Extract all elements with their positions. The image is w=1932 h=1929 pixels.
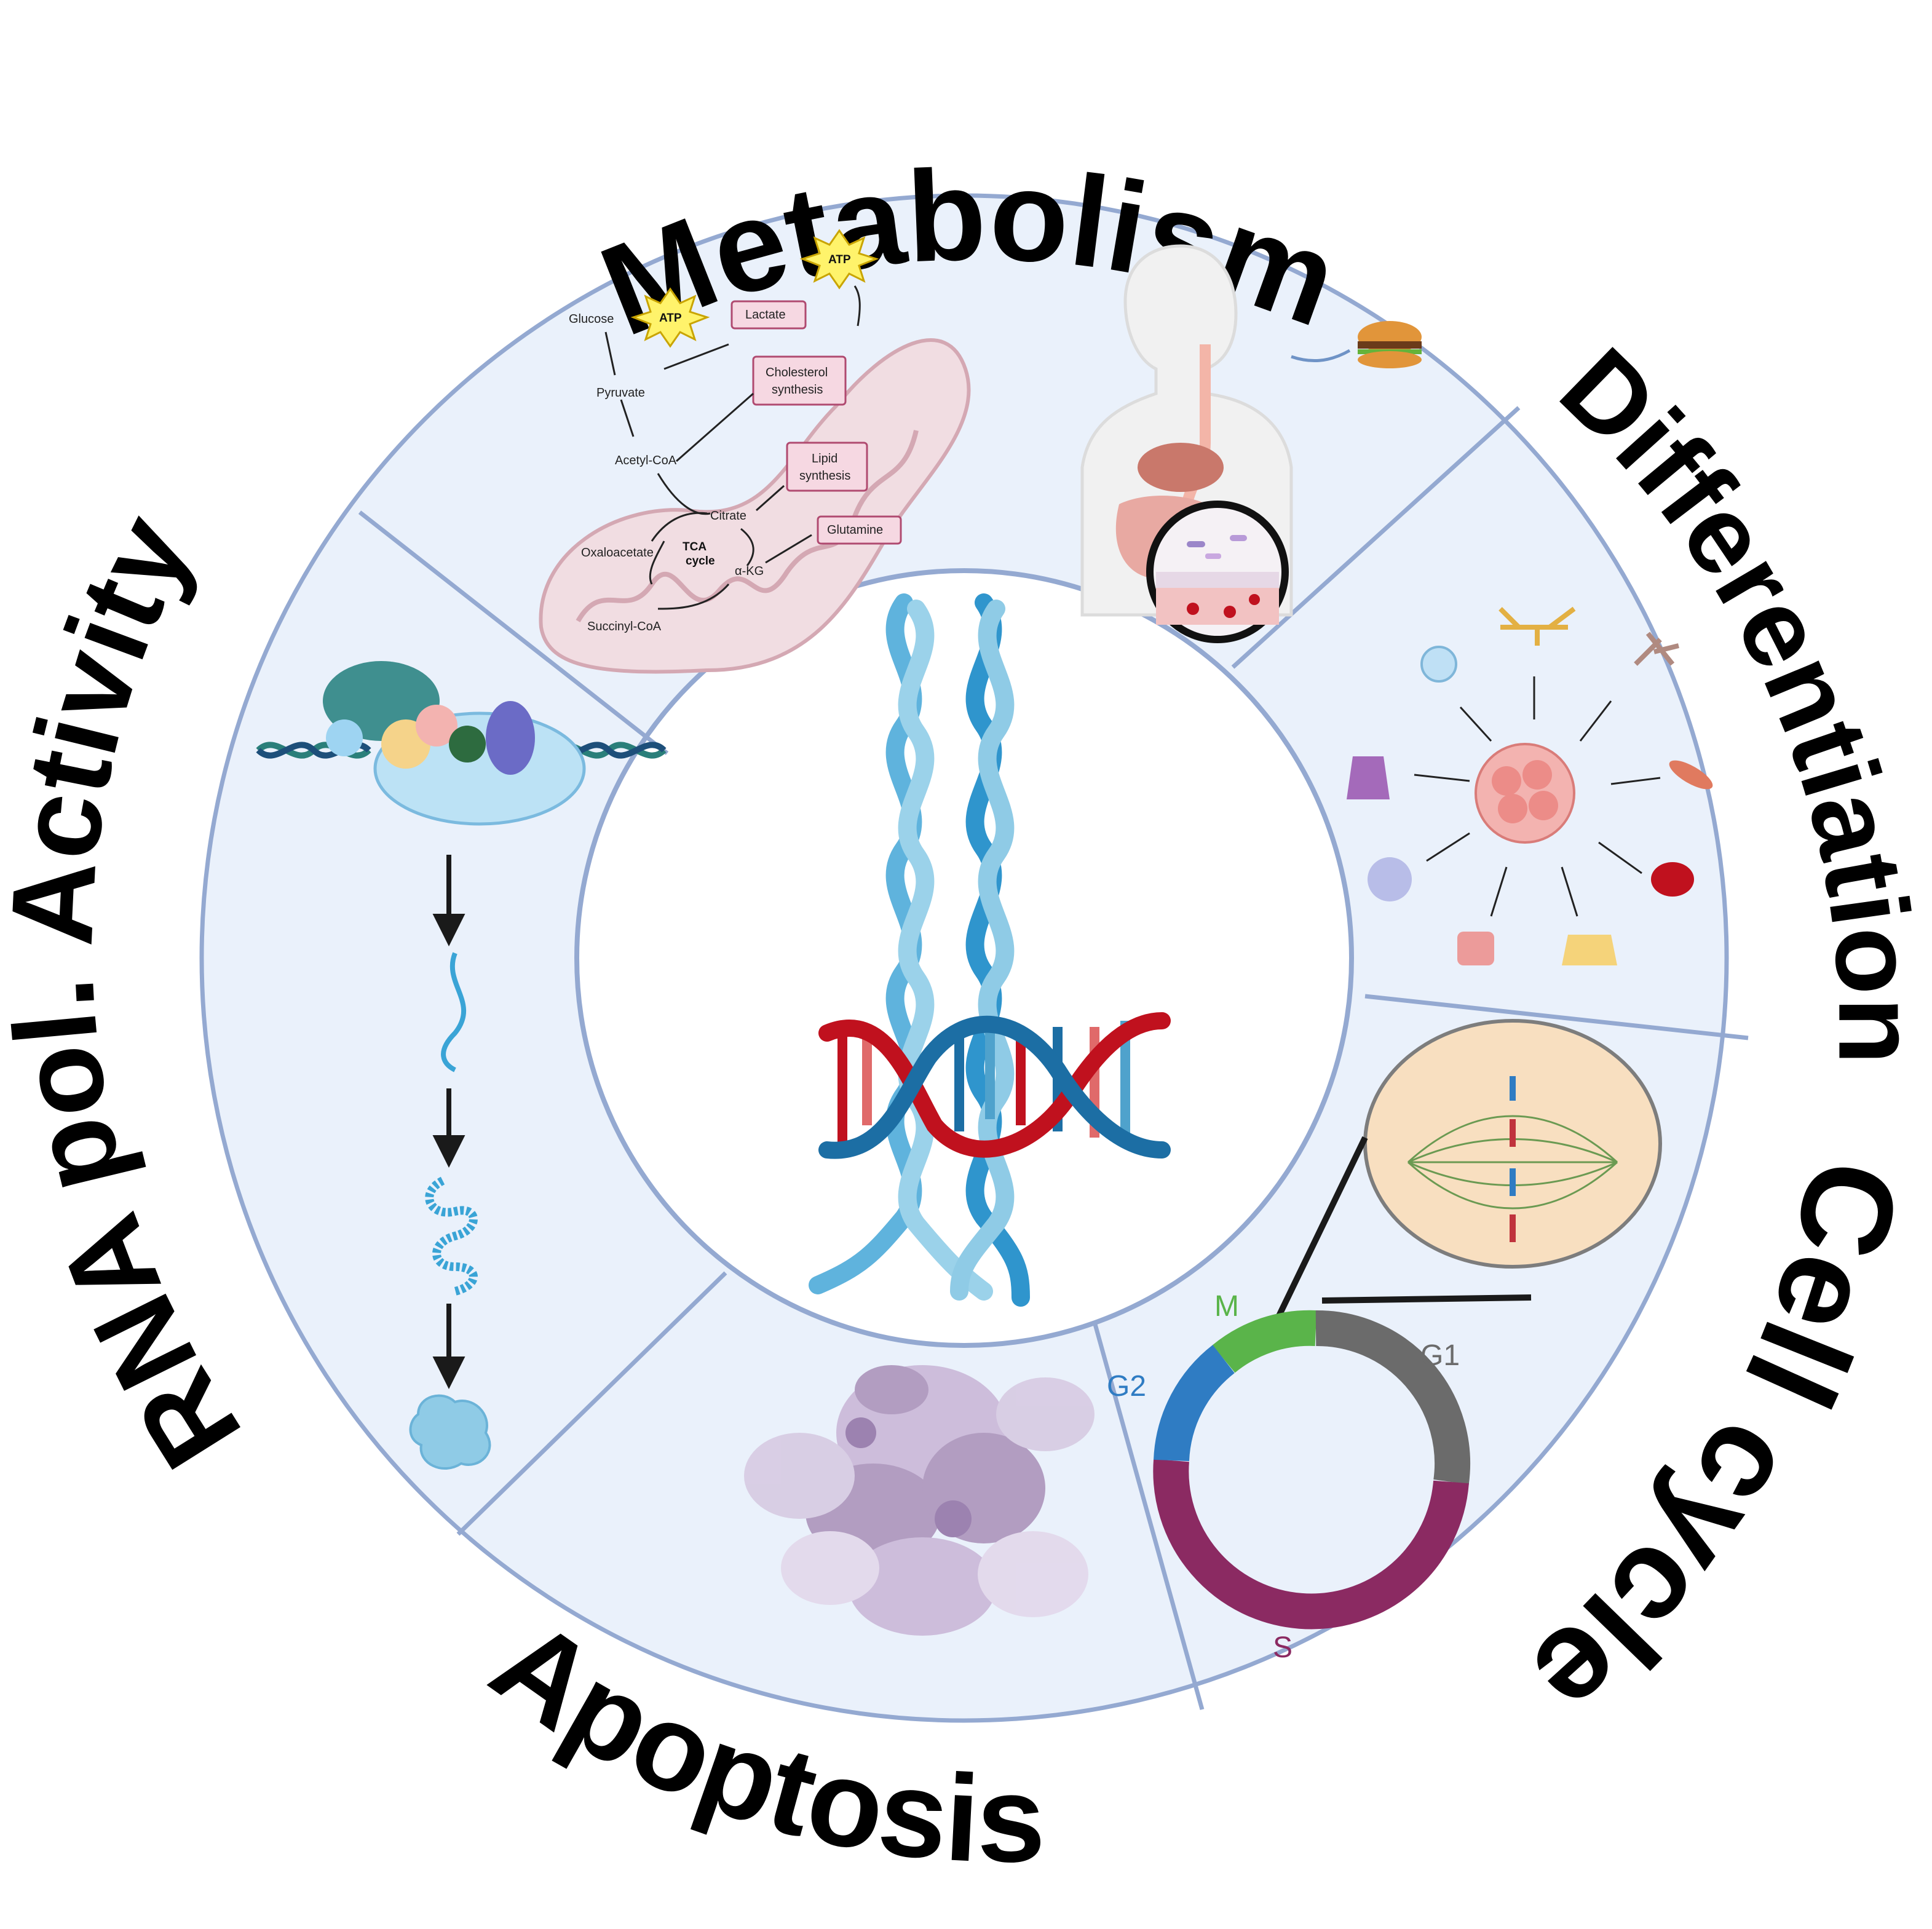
rna-flow-arrows xyxy=(432,855,465,1389)
burger-icon xyxy=(1358,321,1422,368)
macrophage-icon xyxy=(1368,857,1412,901)
phase-label-g1: G1 xyxy=(1420,1339,1460,1372)
phase-label-s: S xyxy=(1273,1631,1293,1664)
label-acetyl-coa: Acetyl-CoA xyxy=(615,454,677,467)
divider-apop-rna xyxy=(456,1271,727,1536)
label-succinyl-coa: Succinyl-CoA xyxy=(587,620,662,633)
label-glutamine: Glutamine xyxy=(827,523,883,537)
egg-cell-icon xyxy=(1420,646,1457,683)
phase-g1-segment xyxy=(1315,1310,1470,1484)
center-dna-illustration xyxy=(809,593,1171,1307)
atp-burst-2: ATP xyxy=(799,229,879,290)
cell-cycle-illustration: M G1 G2 S xyxy=(1107,1019,1662,1664)
phase-label-g2: G2 xyxy=(1107,1370,1146,1403)
metabolism-pathway: Glucose Pyruvate Acetyl-CoA Citrate Oxal… xyxy=(539,229,971,674)
stem-cell-differentiation xyxy=(1347,606,1713,965)
phase-m-segment xyxy=(1212,1310,1317,1373)
mrna-strand-icon xyxy=(441,952,466,1072)
phase-g2-segment xyxy=(1154,1345,1235,1462)
box-lactate xyxy=(730,300,807,330)
label-citrate: Citrate xyxy=(710,509,746,523)
label-cholesterol-1: Cholesterol xyxy=(766,366,828,379)
helix-strand-left xyxy=(809,593,993,1301)
box-glutamine xyxy=(817,515,902,545)
epithelial-cell-icon xyxy=(1457,932,1494,965)
osteocyte-icon xyxy=(1634,632,1679,666)
polypeptide-chain-icon xyxy=(425,1176,478,1296)
adipocyte-icon xyxy=(1562,935,1617,965)
dna-strand-red xyxy=(818,1012,1171,1158)
folded-protein-icon xyxy=(409,1394,491,1470)
human-digestion-illustration xyxy=(1080,244,1422,643)
goblet-cell-icon xyxy=(1347,756,1390,799)
helix-strand-right xyxy=(950,593,1030,1307)
label-oxaloacetate: Oxaloacetate xyxy=(581,546,654,560)
zoom-line-1 xyxy=(1273,1136,1368,1324)
label-lipid-1: Lipid xyxy=(812,452,837,465)
label-glucose: Glucose xyxy=(569,312,614,326)
atp-burst-1: ATP xyxy=(630,287,710,348)
divider-metabolism-rna xyxy=(358,510,669,755)
mitochondrion-cristae xyxy=(576,430,919,622)
neuron-icon xyxy=(1498,606,1576,646)
label-lactate: Lactate xyxy=(745,308,786,322)
red-blood-cell-icon xyxy=(1651,862,1694,897)
label-lipid-2: synthesis xyxy=(799,469,850,483)
phase-label-m: M xyxy=(1214,1290,1239,1323)
gut-microbiome-zoom xyxy=(1146,501,1289,643)
atp-label-1: ATP xyxy=(659,312,682,325)
zoom-line-2 xyxy=(1321,1294,1532,1304)
phase-s-segment xyxy=(1153,1459,1469,1630)
pathway-arrows xyxy=(604,285,861,610)
label-akg: α-KG xyxy=(735,564,764,578)
label-tca-line2: cycle xyxy=(686,555,715,568)
atp-label-2: ATP xyxy=(828,253,851,266)
divider-cell-apop xyxy=(1092,1321,1205,1710)
cell-cycle-ring xyxy=(1153,1310,1470,1630)
label-cholesterol-2: synthesis xyxy=(772,383,823,397)
divider-diff-cell xyxy=(1364,994,1749,1040)
dna-strand-blue xyxy=(818,1015,1171,1159)
rna-polymerase-illustration xyxy=(256,661,667,1470)
box-cholesterol xyxy=(752,355,847,406)
apoptotic-cells-illustration xyxy=(744,1365,1095,1636)
differentiation-arrows xyxy=(1414,676,1661,917)
divider-metabolism-diff xyxy=(1231,406,1521,669)
stem-cell-cluster xyxy=(1475,743,1575,844)
label-pyruvate: Pyruvate xyxy=(596,386,645,400)
box-lipid xyxy=(786,442,868,492)
label-tca-line1: TCA xyxy=(683,541,707,553)
muscle-cell-icon xyxy=(1669,760,1713,790)
